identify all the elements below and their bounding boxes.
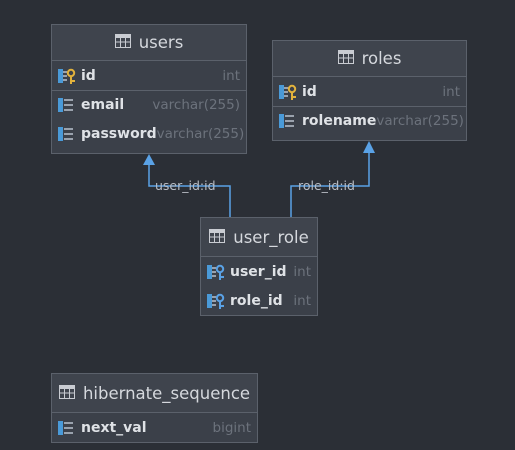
table-icon — [209, 228, 226, 247]
table-header: users — [52, 25, 246, 61]
column-row[interactable]: id int — [273, 77, 466, 106]
user-role-to-roles-line — [290, 152, 370, 217]
column-row[interactable]: password varchar(255) — [52, 119, 246, 148]
column-row[interactable]: id int — [52, 61, 246, 90]
table-users[interactable]: users id int email varchar(255) password… — [51, 24, 247, 154]
column-row[interactable]: email varchar(255) — [52, 90, 246, 119]
column-name: id — [81, 67, 96, 84]
column-type: varchar(255) — [152, 97, 240, 113]
relation-label-user: user_id:id — [155, 178, 216, 193]
foreign-key-icon — [206, 263, 226, 281]
column-name: email — [81, 97, 125, 113]
column-icon — [278, 112, 298, 130]
table-header: user_role — [201, 218, 317, 257]
table-header: roles — [273, 41, 466, 77]
primary-key-icon — [278, 83, 298, 101]
column-type: int — [222, 67, 240, 84]
column-type: varchar(255) — [376, 113, 464, 129]
table-name: roles — [361, 49, 402, 68]
column-type: bigint — [212, 419, 252, 436]
table-name: users — [138, 33, 184, 52]
column-name: password — [81, 125, 157, 142]
column-name: rolename — [302, 113, 377, 129]
table-user-role[interactable]: user_role user_id int role_id int — [200, 217, 318, 316]
users-arrowhead — [143, 154, 155, 165]
column-row[interactable]: next_val bigint — [52, 413, 257, 442]
column-type: int — [293, 263, 311, 280]
table-hibernate-sequence[interactable]: hibernate_sequence next_val bigint — [51, 373, 258, 443]
column-name: id — [302, 83, 317, 100]
table-icon — [58, 384, 75, 403]
column-row[interactable]: user_id int — [201, 257, 317, 286]
column-row[interactable]: rolename varchar(255) — [273, 106, 466, 135]
column-name: next_val — [81, 419, 147, 436]
table-name: user_role — [233, 227, 309, 247]
foreign-key-icon — [206, 292, 226, 310]
table-roles[interactable]: roles id int rolename varchar(255) — [272, 40, 467, 141]
table-name: hibernate_sequence — [82, 383, 251, 403]
column-icon — [57, 96, 77, 114]
column-type: int — [293, 292, 311, 309]
column-icon — [57, 125, 77, 143]
primary-key-icon — [57, 67, 77, 85]
column-type: varchar(255) — [156, 125, 245, 142]
column-icon — [57, 419, 77, 437]
user-role-to-users-line — [148, 164, 231, 217]
column-name: role_id — [230, 292, 283, 309]
table-icon — [114, 33, 131, 52]
table-icon — [337, 49, 354, 68]
column-row[interactable]: role_id int — [201, 286, 317, 315]
relation-label-role: role_id:id — [298, 178, 355, 193]
column-type: int — [442, 83, 460, 100]
column-name: user_id — [230, 263, 287, 280]
table-header: hibernate_sequence — [52, 374, 257, 413]
roles-arrowhead — [363, 141, 375, 153]
